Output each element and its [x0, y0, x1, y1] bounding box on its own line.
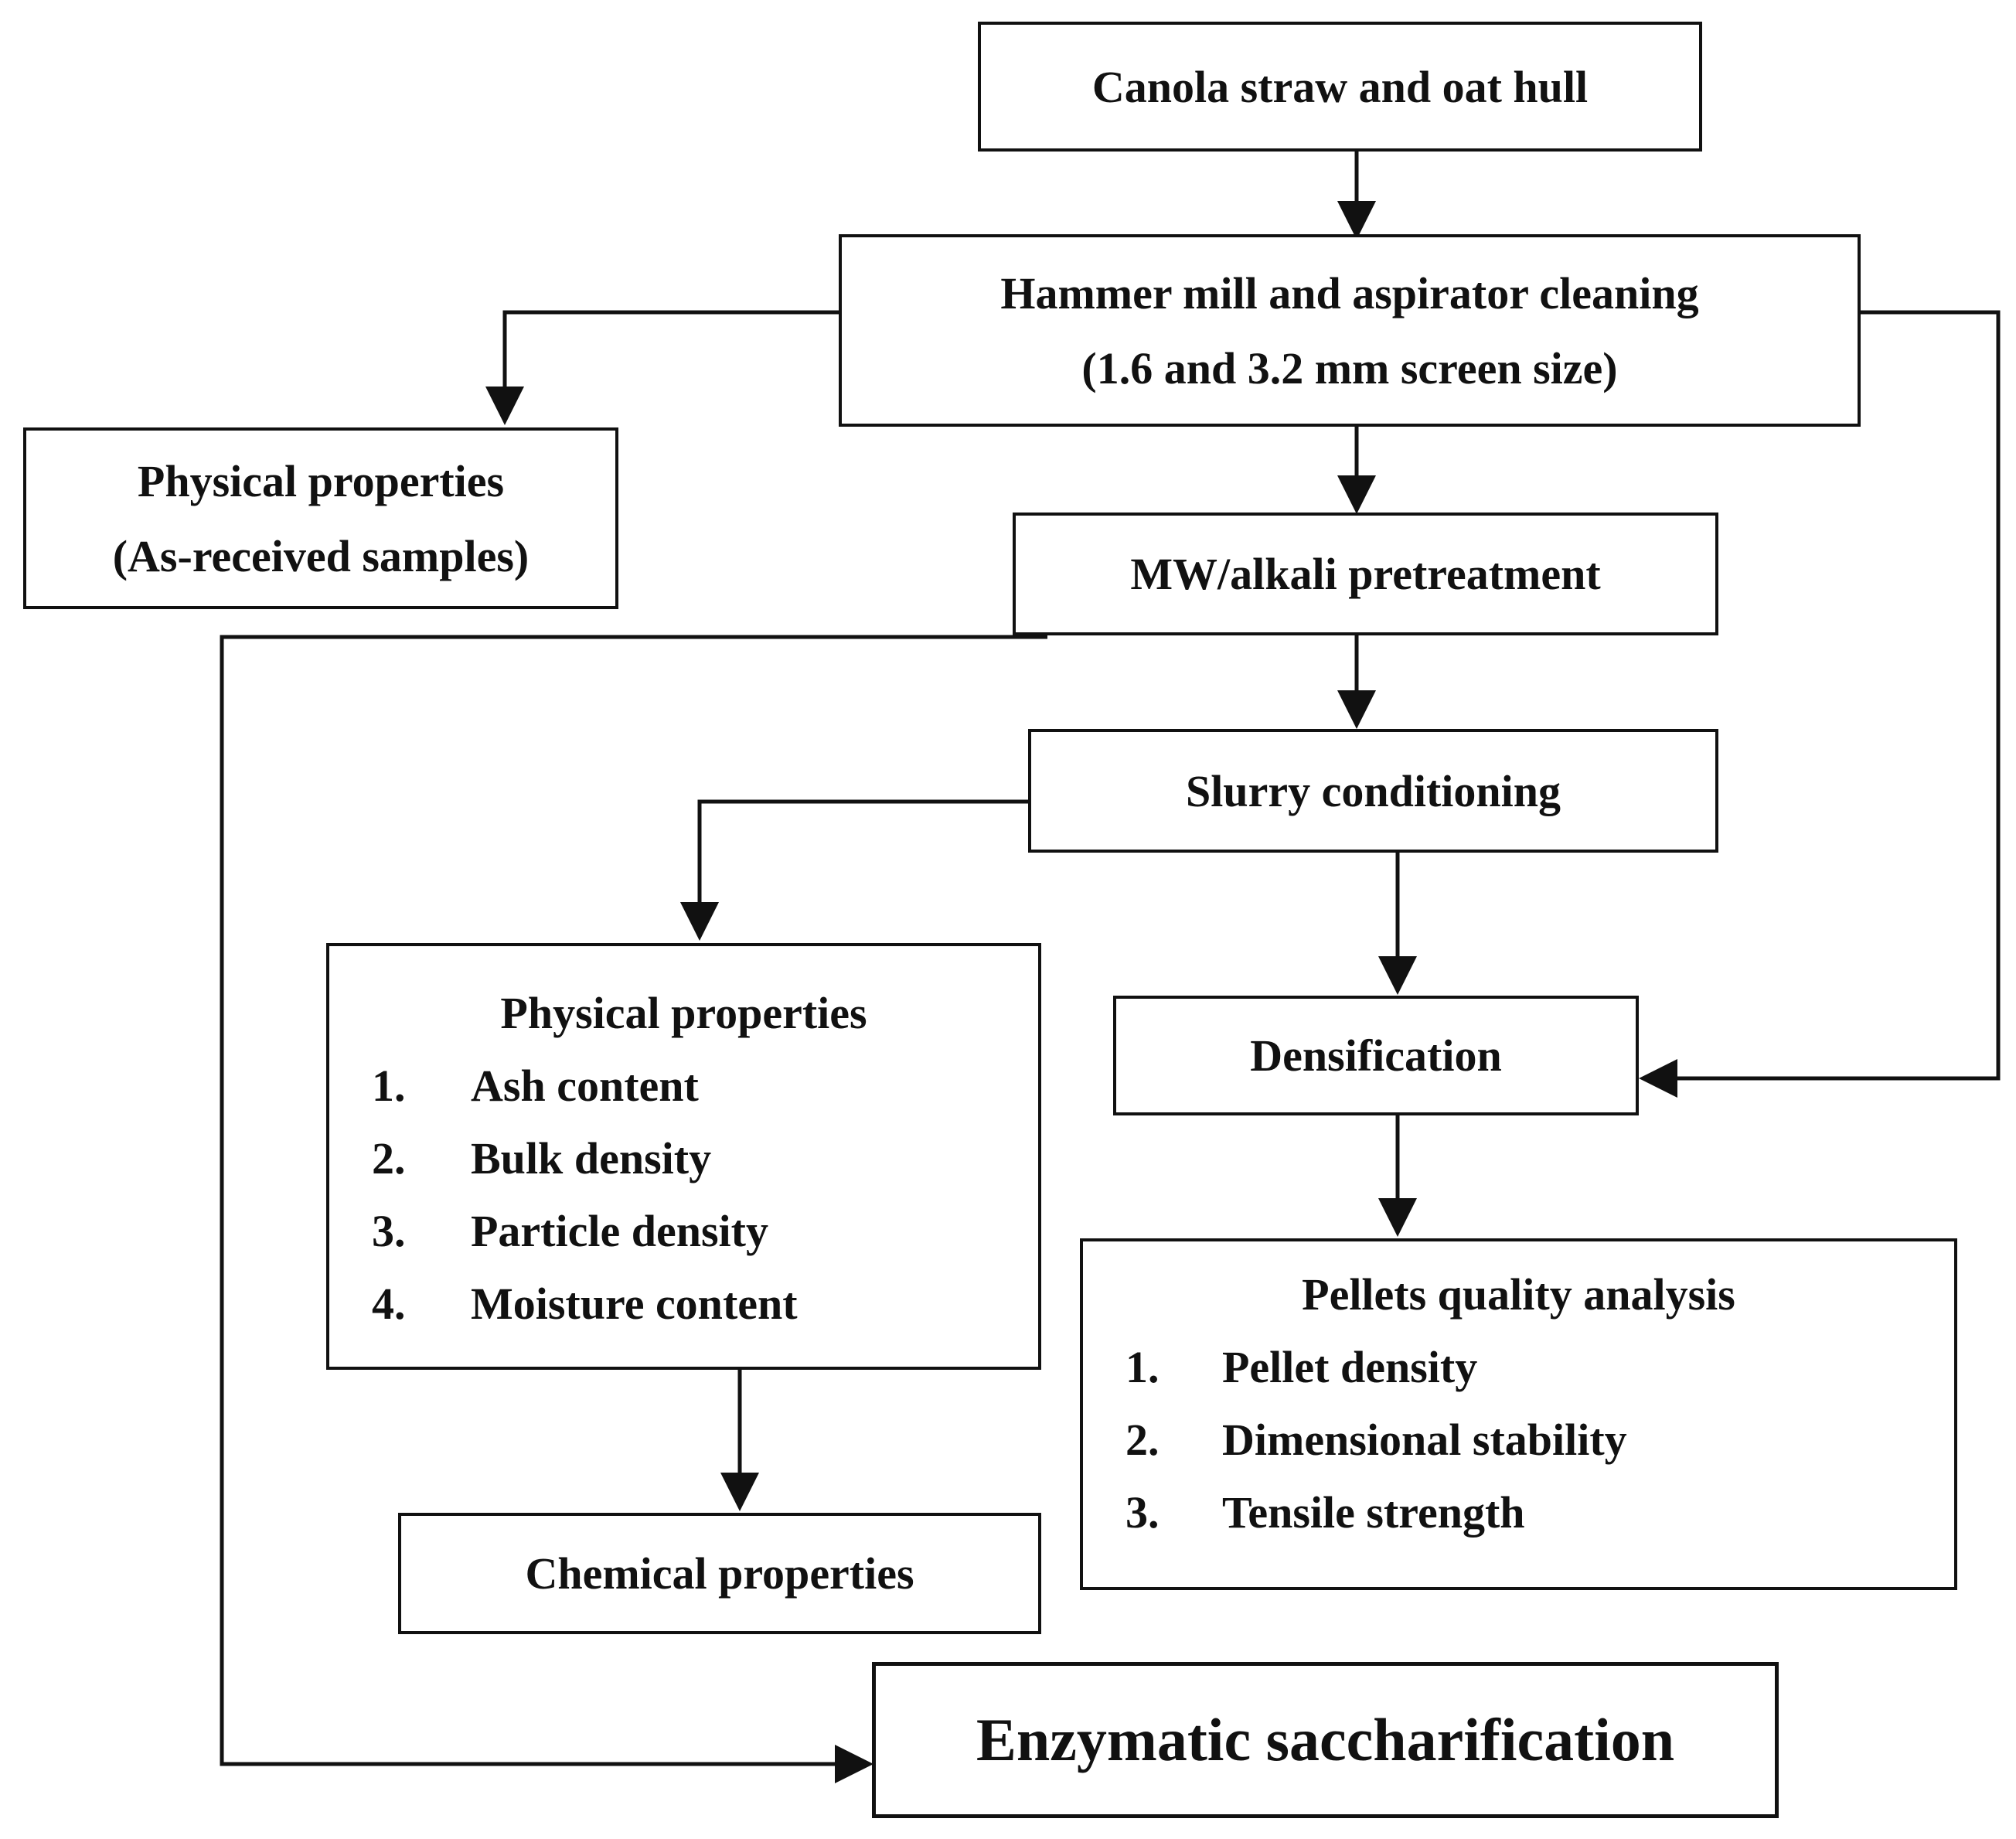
list-item: 4. Moisture content [329, 1268, 1038, 1340]
list-item-text: Particle density [471, 1206, 768, 1256]
node-physical-raw: Physical properties (As-received samples… [23, 427, 618, 609]
node-source-label: Canola straw and oat hull [1091, 61, 1589, 112]
node-source: Canola straw and oat hull [978, 22, 1702, 152]
list-item-text: Bulk density [471, 1133, 712, 1183]
list-item-number: 2. [372, 1133, 406, 1183]
node-milling-sublabel: (1.6 and 3.2 mm screen size) [1081, 342, 1618, 393]
node-physical-props-label: Physical properties [500, 988, 867, 1038]
list-item: 3. Tensile strength [1083, 1476, 1954, 1549]
list-item: 1. Pellet density [1083, 1331, 1954, 1404]
list-item-number: 2. [1125, 1415, 1160, 1465]
arrow-milling-to-densification [1639, 310, 2001, 1098]
node-slurry: Slurry conditioning [1028, 729, 1718, 853]
arrow-slurry-to-physical-props [680, 799, 1028, 941]
node-physical-raw-label: Physical properties [137, 455, 505, 506]
list-item-text: Ash content [471, 1061, 699, 1111]
node-physical-raw-sublabel: (As-received samples) [112, 530, 530, 581]
list-item-text: Tensile strength [1222, 1487, 1525, 1538]
node-pretreatment-label: MW/alkali pretreatment [1130, 549, 1601, 599]
arrow-milling-to-physical-raw [485, 310, 839, 425]
node-chemical-label: Chemical properties [525, 1548, 914, 1599]
list-item-number: 1. [1125, 1342, 1160, 1392]
list-item: 1. Ash content [329, 1050, 1038, 1122]
list-item-text: Pellet density [1222, 1342, 1478, 1392]
node-milling: Hammer mill and aspirator cleaning (1.6 … [839, 234, 1861, 427]
node-pretreatment: MW/alkali pretreatment [1013, 513, 1718, 635]
arrow-pretreatment-to-enzymatic [220, 635, 1047, 1783]
node-enzymatic-label: Enzymatic saccharification [976, 1706, 1675, 1773]
node-chemical: Chemical properties [398, 1513, 1041, 1634]
list-item-number: 1. [372, 1061, 406, 1111]
list-item-number: 4. [372, 1279, 406, 1329]
physical-props-list: 1. Ash content 2. Bulk density 3. Partic… [329, 1050, 1038, 1340]
node-densification-label: Densification [1250, 1030, 1502, 1081]
list-item: 3. Particle density [329, 1195, 1038, 1268]
node-pellets-quality: Pellets quality analysis 1. Pellet densi… [1080, 1238, 1957, 1590]
node-enzymatic: Enzymatic saccharification [872, 1662, 1779, 1818]
node-slurry-label: Slurry conditioning [1185, 765, 1561, 816]
node-densification: Densification [1113, 996, 1639, 1115]
node-milling-label: Hammer mill and aspirator cleaning [1000, 267, 1699, 318]
pellets-quality-list: 1. Pellet density 2. Dimensional stabili… [1083, 1331, 1954, 1549]
list-item-text: Moisture content [471, 1279, 798, 1329]
list-item-number: 3. [372, 1206, 406, 1256]
list-item-text: Dimensional stability [1222, 1415, 1627, 1465]
list-item-number: 3. [1125, 1487, 1160, 1538]
list-item: 2. Dimensional stability [1083, 1404, 1954, 1476]
list-item: 2. Bulk density [329, 1122, 1038, 1195]
node-pellets-quality-label: Pellets quality analysis [1302, 1269, 1735, 1320]
node-physical-props: Physical properties 1. Ash content 2. Bu… [326, 943, 1041, 1370]
